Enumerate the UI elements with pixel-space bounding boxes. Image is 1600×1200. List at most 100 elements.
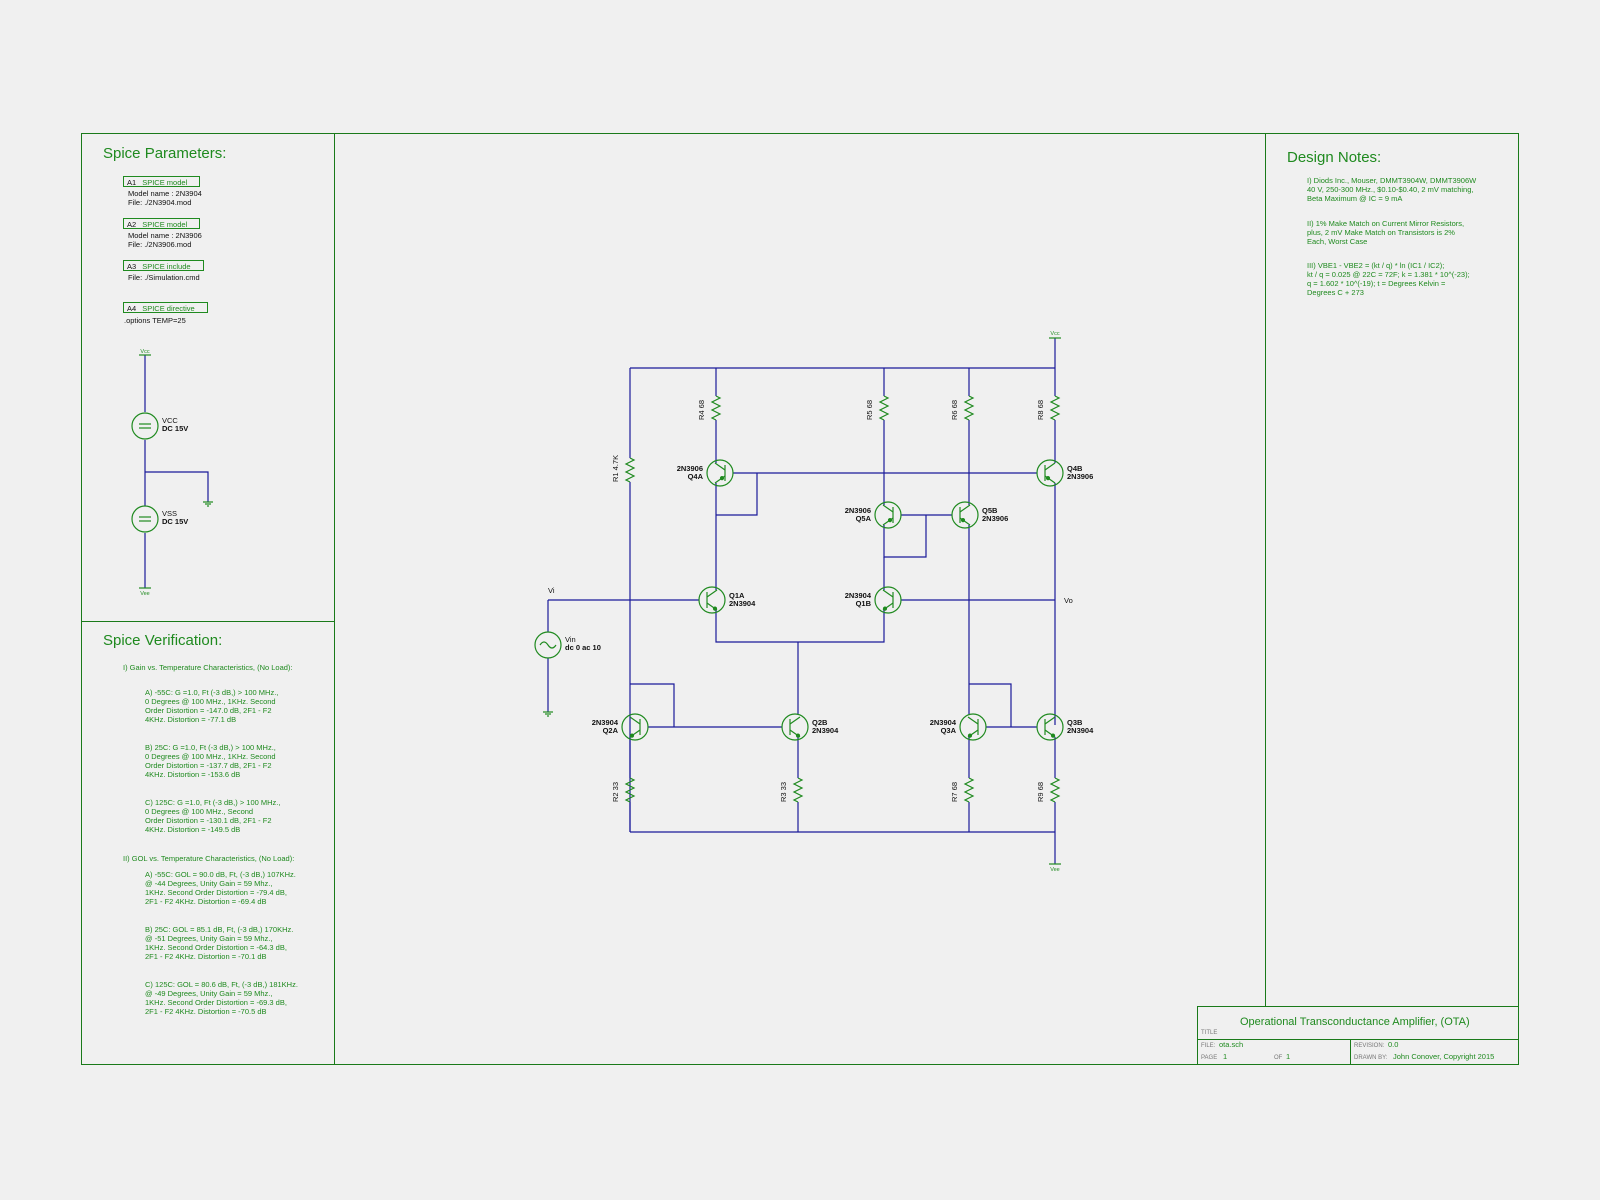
resistor-r6 <box>963 395 975 421</box>
transistor-part: 2N3906 <box>982 514 1008 523</box>
spice-verification-title: Spice Verification: <box>103 632 223 649</box>
transistor-q3b <box>1036 713 1064 741</box>
transistor-ref: Q1A <box>729 591 745 600</box>
transistor-body <box>951 501 979 529</box>
left-panel-divider <box>81 133 335 1065</box>
left-panel-split <box>81 621 335 622</box>
transistor-part: 2N3904 <box>930 718 957 727</box>
transistor-arrow <box>960 517 966 523</box>
resistor-label: R3 33 <box>779 782 788 802</box>
spice-block-type: SPICE model <box>142 178 188 187</box>
transistor-arrow <box>719 476 725 481</box>
spice-block-line: File: ./Simulation.cmd <box>128 273 200 282</box>
transistor-collector-leg <box>629 716 641 725</box>
source-value: dc 0 ac 10 <box>565 643 601 652</box>
vo-net-label: Vo <box>1064 596 1073 605</box>
transistor-part: 2N3904 <box>812 726 839 735</box>
transistor-arrow <box>1050 733 1056 738</box>
spice-block-line: Model name : 2N3906 <box>128 231 202 240</box>
transistor-part: 2N3904 <box>592 718 619 727</box>
transistor-collector-leg <box>882 504 894 513</box>
transistor-part: 2N3904 <box>845 591 872 600</box>
spice-block-type: SPICE model <box>142 220 188 229</box>
transistor-body <box>1036 713 1064 741</box>
transistor-q4a <box>706 459 734 487</box>
resistor-label: R4 68 <box>697 400 706 420</box>
transistor-collector-leg <box>706 589 718 598</box>
gol-item-a: A) -55C: GOL = 90.0 dB, Ft, (-3 dB,) 107… <box>145 870 296 906</box>
transistor-ref: Q5B <box>982 506 998 515</box>
title-block-col-divider <box>1350 1039 1351 1065</box>
resistor-label: R1 4.7K <box>611 455 620 482</box>
vss-source-icon <box>131 505 159 533</box>
resistor-label: R8 68 <box>1036 400 1045 420</box>
transistor-arrow <box>795 733 801 738</box>
transistor-ref: Q1B <box>856 599 872 608</box>
wire <box>630 683 675 727</box>
transistor-ref: Q3B <box>1067 718 1083 727</box>
spice-block-line: File: ./2N3906.mod <box>128 240 192 249</box>
vee-net-label: Vee <box>140 591 149 597</box>
file-label: FILE: <box>1201 1043 1216 1049</box>
transistor-q5b <box>951 501 979 529</box>
ac-source-icon <box>539 641 557 649</box>
spice-block-line: .options TEMP=25 <box>124 316 186 325</box>
design-note-1: I) Diods Inc., Mouser, DMMT3904W, DMMT39… <box>1307 176 1477 203</box>
drawn-by-value: John Conover, Copyright 2015 <box>1393 1052 1495 1061</box>
resistor-r4 <box>710 395 722 421</box>
transistor-body <box>1036 459 1064 487</box>
transistor-arrow <box>887 517 893 523</box>
spice-block-line: File: ./2N3904.mod <box>128 198 192 207</box>
transistor-arrow <box>1045 476 1051 481</box>
transistor-ref: Q2B <box>812 718 828 727</box>
design-note-2: II) 1% Make Match on Current Mirror Resi… <box>1307 219 1465 246</box>
transistor-ref: Q4A <box>688 472 704 481</box>
transistor-arrow <box>967 733 973 738</box>
transistor-part: 2N3906 <box>677 464 703 473</box>
spice-block-line: Model name : 2N3904 <box>128 189 202 198</box>
wire <box>883 515 927 558</box>
resistor-label: R6 68 <box>950 400 959 420</box>
transistor-collector-leg <box>882 589 894 598</box>
transistor-ref: Q4B <box>1067 464 1083 473</box>
page-label: PAGE <box>1201 1055 1218 1061</box>
vee-net-label: Vee <box>1050 867 1059 873</box>
vcc-source-value: DC 15V <box>162 424 188 433</box>
transistor-collector-leg <box>1044 716 1056 725</box>
gain-item-b: B) 25C: G =1.0, Ft (-3 dB,) > 100 MHz., … <box>145 743 276 779</box>
transistor-body <box>959 713 987 741</box>
resistor-r5 <box>878 395 890 421</box>
resistor-label: R5 68 <box>865 400 874 420</box>
gain-item-a: A) -55C: G =1.0, Ft (-3 dB,) > 100 MHz.,… <box>145 688 279 724</box>
transistor-ref: Q5A <box>856 514 872 523</box>
vcc-net-label: Vcc <box>1050 331 1059 337</box>
transistor-body <box>781 713 809 741</box>
of-label: OF <box>1274 1055 1283 1061</box>
transistor-ref: Q2A <box>603 726 619 735</box>
title-block <box>1197 1006 1519 1065</box>
transistor-body <box>698 586 726 614</box>
transistor-part: 2N3906 <box>845 506 871 515</box>
transistor-q1a <box>698 586 726 614</box>
spice-block-type: SPICE directive <box>142 304 195 313</box>
gain-heading: I) Gain vs. Temperature Characteristics,… <box>123 663 293 672</box>
file-value: ota.sch <box>1219 1040 1244 1049</box>
page-value: 1 <box>1223 1052 1228 1061</box>
wire <box>715 610 885 643</box>
spice-block-id: A3 <box>127 262 137 271</box>
transistor-collector-leg <box>1044 462 1056 471</box>
transistor-arrow <box>712 606 718 611</box>
transistor-part: 2N3906 <box>1067 472 1093 481</box>
transistor-collector-leg <box>789 716 801 725</box>
drawn-by-label: DRAWN BY: <box>1354 1055 1388 1061</box>
transistor-body <box>874 586 902 614</box>
transistor-q5a <box>874 501 902 529</box>
transistor-q2a <box>621 713 649 741</box>
transistor-q4b <box>1036 459 1064 487</box>
gol-item-c: C) 125C: GOL = 80.6 dB, Ft, (-3 dB,) 181… <box>145 980 298 1016</box>
symbols <box>131 337 1064 865</box>
revision-value: 0.0 <box>1388 1040 1399 1049</box>
